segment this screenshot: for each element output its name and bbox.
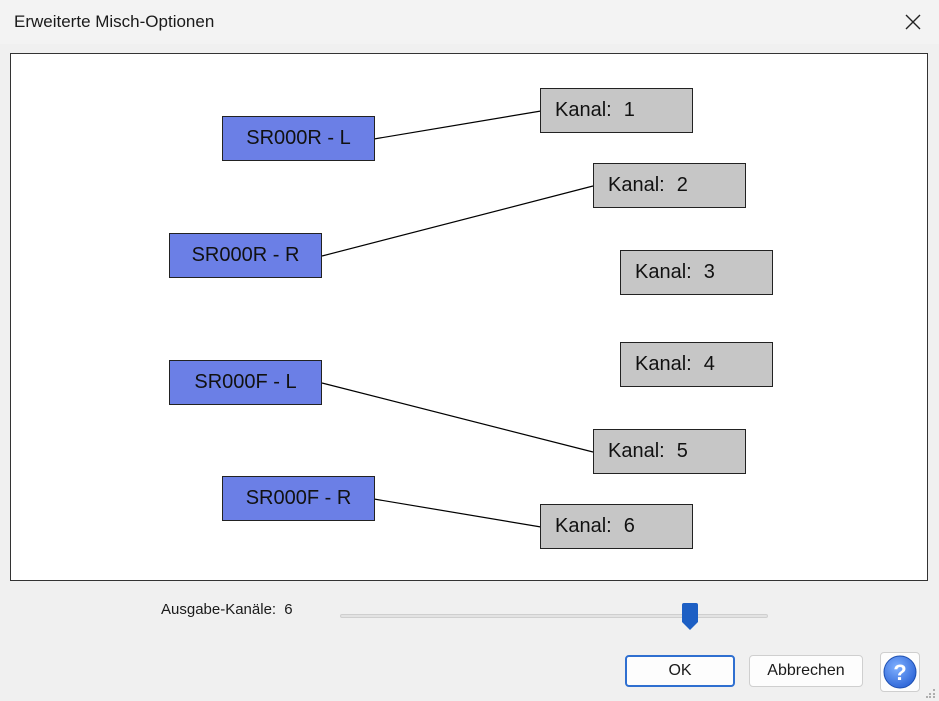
svg-text:?: ?: [893, 660, 906, 685]
channel-node[interactable]: Kanal: 1: [540, 88, 693, 133]
channel-node[interactable]: Kanal: 5: [593, 429, 746, 474]
channel-number: 5: [676, 440, 688, 462]
channel-node[interactable]: Kanal: 2: [593, 163, 746, 208]
cancel-button[interactable]: Abbrechen: [749, 655, 863, 687]
source-label: SR000R - L: [246, 127, 351, 149]
slider-thumb[interactable]: [681, 603, 699, 631]
connection-line: [321, 382, 594, 453]
ok-button-label: OK: [668, 662, 692, 679]
connection-line: [373, 110, 542, 140]
close-icon: [905, 14, 921, 30]
channel-number: 1: [623, 99, 635, 121]
output-channels-slider[interactable]: [340, 603, 768, 631]
source-node[interactable]: SR000F - L: [169, 360, 322, 405]
channel-node[interactable]: Kanal: 4: [620, 342, 773, 387]
source-label: SR000R - R: [191, 244, 300, 266]
channel-number: 4: [703, 353, 715, 375]
output-channels-value: 6: [284, 601, 293, 618]
help-button[interactable]: ?: [880, 652, 920, 692]
close-button[interactable]: [890, 0, 936, 44]
source-label: SR000F - L: [194, 371, 297, 393]
channel-prefix: Kanal:: [635, 261, 692, 283]
mixing-canvas[interactable]: SR000R - L SR000R - R SR000F - L SR000F …: [10, 53, 928, 581]
source-node[interactable]: SR000F - R: [222, 476, 375, 521]
ok-button[interactable]: OK: [625, 655, 735, 687]
title-bar: Erweiterte Misch-Optionen: [0, 0, 939, 44]
channel-prefix: Kanal:: [635, 353, 692, 375]
channel-prefix: Kanal:: [608, 440, 665, 462]
channel-prefix: Kanal:: [555, 99, 612, 121]
channel-prefix: Kanal:: [555, 515, 612, 537]
channel-number: 2: [676, 174, 688, 196]
slider-track: [340, 614, 768, 618]
channel-node[interactable]: Kanal: 6: [540, 504, 693, 549]
output-channels-text: Ausgabe-Kanäle:: [161, 601, 277, 618]
connection-lines: [321, 110, 594, 528]
help-icon: ?: [883, 655, 917, 689]
source-node[interactable]: SR000R - L: [222, 116, 375, 161]
window-title: Erweiterte Misch-Optionen: [14, 12, 215, 31]
connection-line: [321, 185, 594, 257]
connection-line: [373, 498, 542, 528]
resize-grip-icon[interactable]: [926, 688, 936, 698]
channel-number: 6: [623, 515, 635, 537]
source-node[interactable]: SR000R - R: [169, 233, 322, 278]
cancel-button-label: Abbrechen: [767, 662, 845, 679]
output-channels-label: Ausgabe-Kanäle: 6: [161, 601, 293, 618]
channel-prefix: Kanal:: [608, 174, 665, 196]
channel-number: 3: [703, 261, 715, 283]
channel-node[interactable]: Kanal: 3: [620, 250, 773, 295]
source-label: SR000F - R: [245, 487, 352, 509]
